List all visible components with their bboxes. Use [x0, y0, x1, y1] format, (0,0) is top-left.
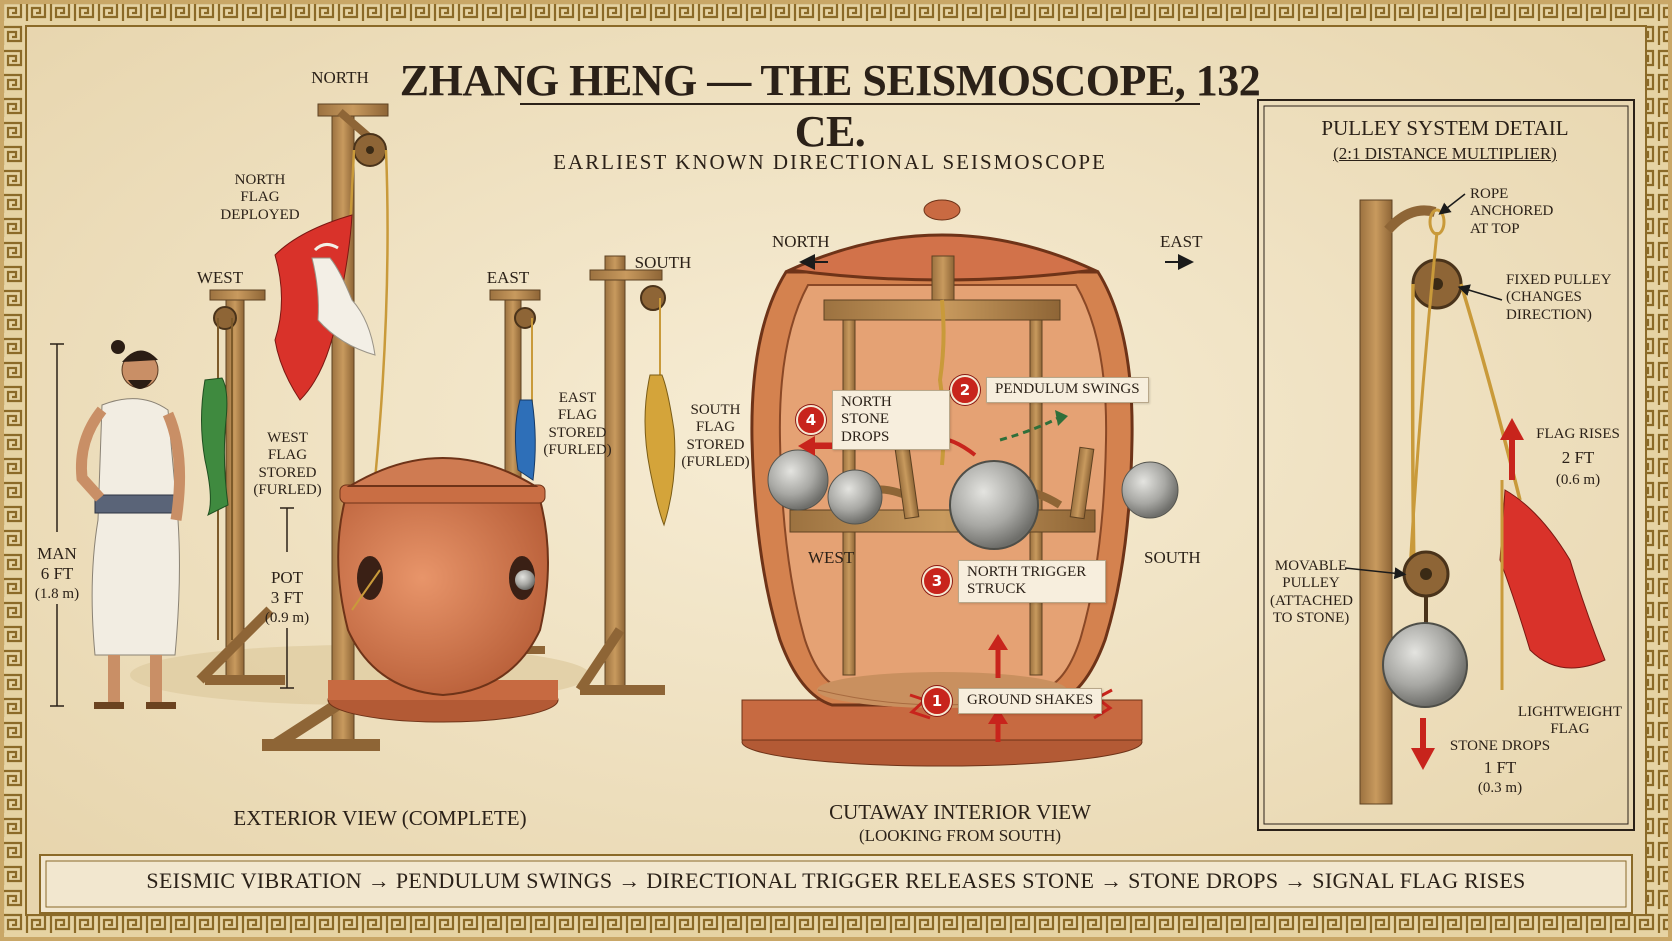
step-2-label: PENDULUM SWINGS [986, 377, 1149, 403]
exterior-pot [327, 457, 559, 723]
process-bar-box [39, 854, 1633, 914]
west-flag-stand [196, 289, 285, 685]
pot-height-ft: 3 FT [270, 588, 304, 607]
step-1-label: GROUND SHAKES [958, 688, 1103, 714]
cutaway-north-label: NORTH [772, 232, 830, 251]
rope-anchor-label: ROPE ANCHORED AT TOP [1470, 186, 1554, 237]
process-summary: SEISMIC VIBRATION → PENDULUM SWINGS → DI… [146, 868, 1526, 893]
flag-rise-m: (0.6 m) [1555, 472, 1601, 488]
pulley-panel-border [1257, 99, 1635, 831]
east-flag-label: EAST FLAG STORED (FURLED) [543, 390, 612, 458]
man-height-ft: 6 FT [40, 564, 74, 583]
north-flag-label: NORTH FLAG DEPLOYED [220, 172, 300, 223]
pulley-subtitle: (2:1 DISTANCE MULTIPLIER) [1333, 144, 1557, 163]
stone-drops-label: STONE DROPS [1449, 738, 1551, 754]
man-dimension [50, 343, 64, 707]
pulley-illustration [1359, 199, 1606, 805]
man-figure [75, 340, 186, 709]
stone-drop-ft: 1 FT [1483, 758, 1517, 777]
lightweight-flag-label: LIGHTWEIGHT FLAG [1517, 704, 1623, 738]
page-title: ZHANG HENG — THE SEISMOSCOPE, 132 CE. [399, 56, 1261, 156]
stone-drop-m: (0.3 m) [1477, 780, 1523, 796]
south-flag-stand [575, 255, 676, 695]
page-subtitle: EARLIEST KNOWN DIRECTIONAL SEISMOSCOPE [553, 150, 1107, 174]
step-3-number: 3 [922, 566, 952, 597]
pot-label: POT [270, 568, 304, 587]
step-2: 2 PENDULUM SWINGS [950, 375, 1149, 405]
pulley-title: PULLEY SYSTEM DETAIL [1321, 116, 1569, 140]
exterior-west-label: WEST [196, 268, 244, 287]
exterior-east-label: EAST [486, 268, 530, 287]
step-1: 1 GROUND SHAKES [922, 686, 1103, 716]
cutaway-west-label: WEST [808, 548, 855, 567]
step-1-number: 1 [922, 686, 952, 716]
man-height-m: (1.8 m) [34, 586, 80, 602]
pot-dimension [280, 507, 294, 689]
step-3: 3 NORTH TRIGGER STRUCK [922, 560, 1106, 603]
exterior-north-label: NORTH [311, 68, 369, 87]
man-label: MAN [37, 544, 77, 563]
step-2-number: 2 [950, 375, 980, 405]
cutaway-east-label: EAST [1160, 232, 1203, 251]
flag-rises-label: FLAG RISES [1536, 426, 1620, 442]
cutaway-caption-sub: (LOOKING FROM SOUTH) [858, 826, 1062, 845]
cutaway-south-label: SOUTH [1144, 548, 1201, 567]
movable-pulley-label: MOVABLE PULLEY (ATTACHED TO STONE) [1270, 558, 1353, 626]
step-4-label: NORTH STONE DROPS [832, 390, 950, 450]
cutaway-caption: CUTAWAY INTERIOR VIEW [829, 800, 1091, 824]
pot-height-m: (0.9 m) [264, 610, 310, 626]
flag-rise-ft: 2 FT [1561, 448, 1595, 467]
exterior-view-caption: EXTERIOR VIEW (COMPLETE) [233, 806, 527, 830]
west-flag-label: WEST FLAG STORED (FURLED) [253, 430, 322, 498]
south-flag-label: SOUTH FLAG STORED (FURLED) [681, 402, 750, 470]
fixed-pulley-label: FIXED PULLEY (CHANGES DIRECTION) [1506, 272, 1611, 323]
exterior-south-label: SOUTH [634, 253, 692, 272]
step-4: 4 NORTH STONE DROPS [796, 390, 950, 450]
step-4-number: 4 [796, 404, 826, 435]
step-3-label: NORTH TRIGGER STRUCK [958, 560, 1106, 603]
